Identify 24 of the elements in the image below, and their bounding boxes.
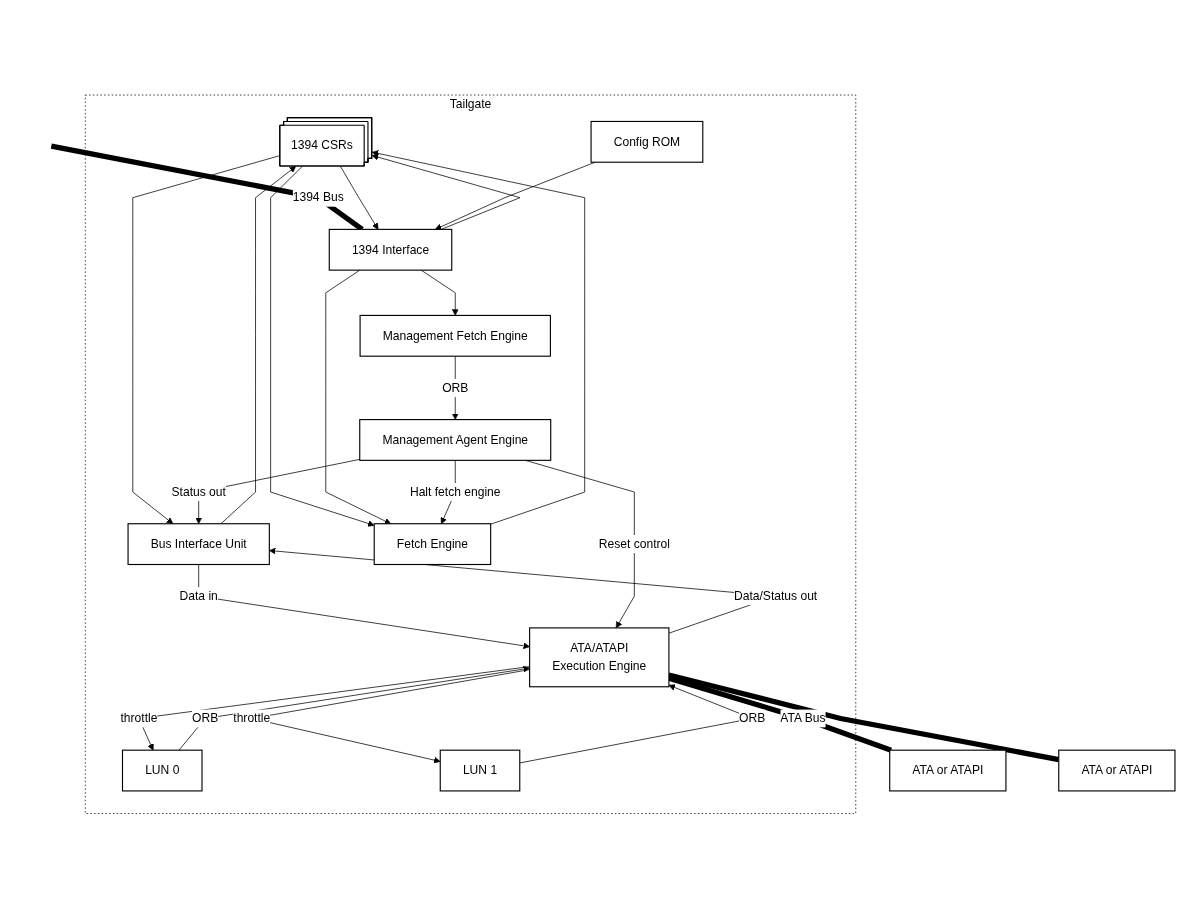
node-box: LUN 1 xyxy=(439,749,521,792)
node-box: ATA or ATAPI xyxy=(889,749,1007,792)
node-box: Bus Interface Unit xyxy=(127,522,270,565)
node-box: LUN 0 xyxy=(121,749,203,792)
node-box: 1394 Interface xyxy=(328,228,453,271)
node-box: Management Agent Engine xyxy=(359,418,552,461)
edge-label: ATA Bus xyxy=(780,711,826,725)
edge-label: throttle xyxy=(233,711,271,725)
edge-label: ORB xyxy=(442,380,469,394)
edge-label: Reset control xyxy=(598,537,670,550)
node-box: ATA or ATAPI xyxy=(1058,749,1176,792)
connector xyxy=(668,675,893,753)
node-box: ATA/ATAPI Execution Engine xyxy=(529,627,670,688)
node-box: Config ROM xyxy=(590,120,704,163)
edge-label: 1394 Bus xyxy=(292,190,344,204)
node-box: Fetch Engine xyxy=(373,522,492,565)
node-box: Management Fetch Engine xyxy=(359,314,551,357)
edge-label: Halt fetch engine xyxy=(409,484,501,498)
edge-label: Data in xyxy=(179,589,218,602)
edge-label: throttle xyxy=(120,711,158,725)
edge-label: Data/Status out xyxy=(733,589,818,602)
edge-label: ORB xyxy=(739,711,766,725)
edge-label: Status out xyxy=(171,484,226,498)
edge-label: ORB xyxy=(192,711,219,725)
